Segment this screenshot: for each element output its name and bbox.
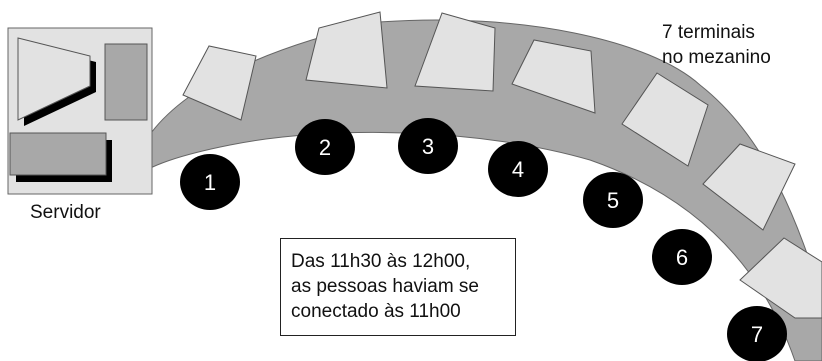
server-base bbox=[9, 132, 107, 176]
terminal-1 bbox=[182, 45, 257, 121]
time-note-line3: conectado às 11h00 bbox=[291, 301, 461, 322]
badge-7: 7 bbox=[727, 306, 787, 361]
badges: 1 2 3 4 5 6 7 bbox=[180, 118, 787, 361]
terminal-5 bbox=[621, 72, 709, 167]
badge-4-number: 4 bbox=[512, 157, 524, 182]
badge-2-number: 2 bbox=[319, 135, 331, 160]
badge-6-number: 6 bbox=[676, 245, 688, 270]
badge-7-number: 7 bbox=[751, 322, 763, 347]
server-label: Servidor bbox=[30, 202, 101, 223]
badge-3: 3 bbox=[398, 118, 458, 174]
server bbox=[7, 27, 153, 195]
terminal-4 bbox=[511, 39, 596, 114]
time-note-box: Das 11h30 às 12h00, as pessoas haviam se… bbox=[280, 238, 516, 336]
time-note-line1: Das 11h30 às 12h00, bbox=[291, 251, 471, 272]
badge-4: 4 bbox=[488, 141, 548, 197]
terminals bbox=[182, 11, 822, 319]
server-monitor bbox=[17, 37, 91, 121]
badge-1-number: 1 bbox=[204, 170, 216, 195]
badge-2: 2 bbox=[295, 119, 355, 175]
terminal-6 bbox=[702, 143, 796, 231]
terminals-heading: 7 terminais no mezanino bbox=[662, 20, 771, 70]
badge-1: 1 bbox=[180, 154, 240, 210]
badge-5: 5 bbox=[583, 172, 643, 228]
terminal-3 bbox=[414, 12, 496, 92]
server-tower bbox=[104, 43, 148, 121]
terminals-heading-line1: 7 terminais bbox=[662, 22, 755, 43]
terminal-2 bbox=[305, 11, 388, 89]
badge-6: 6 bbox=[652, 229, 712, 285]
time-note-line2: as pessoas haviam se bbox=[291, 276, 479, 297]
badge-3-number: 3 bbox=[422, 134, 434, 159]
badge-5-number: 5 bbox=[607, 188, 619, 213]
terminal-7 bbox=[739, 237, 822, 319]
terminals-heading-line2: no mezanino bbox=[662, 47, 771, 68]
